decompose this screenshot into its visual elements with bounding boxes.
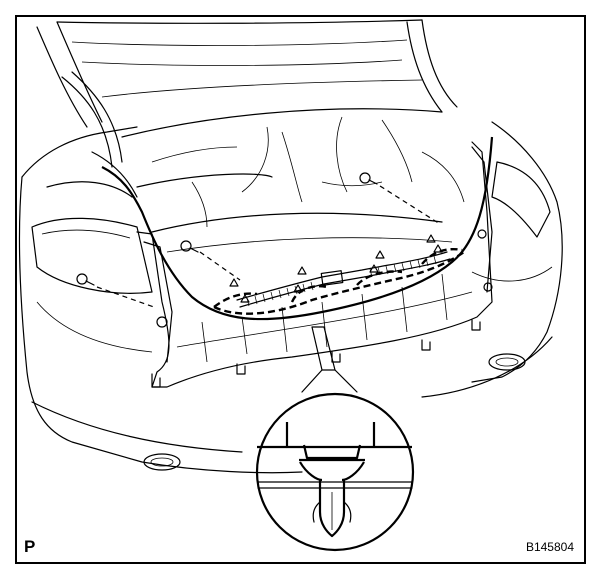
diagram-frame: P B145804 (15, 15, 586, 564)
trunk-interior (91, 108, 494, 321)
clip-markers (213, 234, 465, 315)
detail-callout (255, 326, 415, 552)
figure-code: B145804 (525, 540, 574, 554)
screw-right-icon (359, 172, 378, 185)
car-body (18, 121, 563, 474)
screw-left-upper-icon (180, 240, 199, 253)
trunk-lid (36, 19, 458, 168)
scuff-plate (136, 141, 493, 388)
screws (76, 172, 441, 308)
corner-letter: P (24, 537, 36, 556)
trunk-diagram (18, 19, 563, 552)
screw-left-lower-icon (76, 273, 95, 286)
